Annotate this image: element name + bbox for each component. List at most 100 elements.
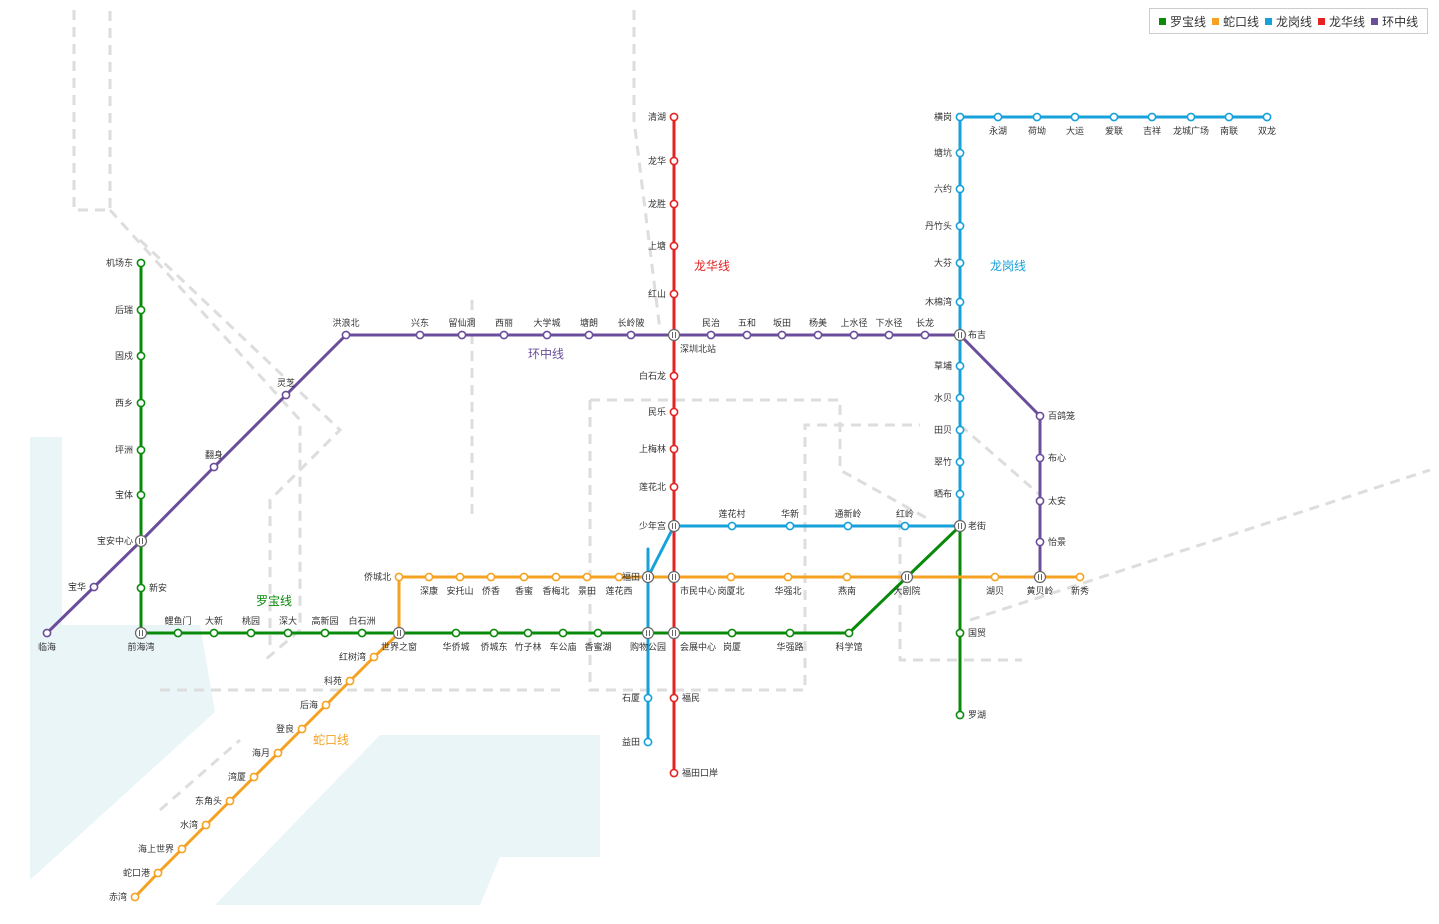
station-永湖[interactable]: 永湖: [989, 112, 1007, 137]
station-侨城北[interactable]: 侨城北: [364, 571, 404, 583]
station-竹子林[interactable]: 竹子林: [514, 628, 542, 653]
station-市民中心[interactable]: 市民中心: [667, 570, 717, 598]
station-侨香[interactable]: 侨香: [482, 572, 500, 597]
station-世界之窗[interactable]: 世界之窗: [381, 626, 417, 654]
station-六约[interactable]: 六约: [934, 183, 965, 195]
station-晒布[interactable]: 晒布: [934, 488, 965, 500]
station-赤湾[interactable]: 赤湾: [109, 891, 140, 903]
station-留仙洞[interactable]: 留仙洞: [448, 317, 476, 340]
station-宝华[interactable]: 宝华: [68, 581, 99, 593]
station-大运[interactable]: 大运: [1066, 112, 1084, 137]
station-宝体[interactable]: 宝体: [115, 489, 146, 501]
station-洪浪北[interactable]: 洪浪北: [332, 317, 360, 340]
station-水湾[interactable]: 水湾: [180, 819, 211, 831]
station-西乡[interactable]: 西乡: [115, 398, 146, 409]
station-丹竹头[interactable]: 丹竹头: [925, 220, 965, 232]
station-深大[interactable]: 深大: [279, 615, 297, 638]
station-大新[interactable]: 大新: [205, 615, 223, 638]
station-红岭[interactable]: 红岭: [896, 508, 914, 531]
station-车公庙[interactable]: 车公庙: [549, 628, 577, 653]
legend-item-longhua[interactable]: 龙华线: [1318, 13, 1365, 30]
station-草埔[interactable]: 草埔: [934, 360, 965, 372]
station-东角头[interactable]: 东角头: [195, 795, 235, 807]
station-西丽[interactable]: 西丽: [495, 318, 513, 340]
station-通新岭[interactable]: 通新岭: [834, 508, 862, 531]
station-红山[interactable]: 红山: [648, 288, 679, 300]
station-华侨城[interactable]: 华侨城: [442, 628, 470, 653]
station-坂田[interactable]: 坂田: [773, 318, 791, 340]
station-太安[interactable]: 太安: [1035, 495, 1066, 507]
station-怡景[interactable]: 怡景: [1035, 536, 1066, 548]
station-前海湾[interactable]: 前海湾: [127, 626, 155, 654]
station-会展中心[interactable]: 会展中心: [667, 626, 717, 654]
station-购物公园[interactable]: 购物公园: [630, 626, 666, 654]
station-景田[interactable]: 景田: [578, 572, 596, 597]
station-安托山[interactable]: 安托山: [446, 572, 474, 597]
station-华强路[interactable]: 华强路: [776, 628, 804, 653]
station-翠竹[interactable]: 翠竹: [934, 456, 965, 468]
station-大剧院[interactable]: 大剧院: [893, 570, 921, 598]
station-翻身[interactable]: 翻身: [205, 449, 223, 472]
station-塘朗[interactable]: 塘朗: [580, 317, 598, 340]
legend-item-shekou[interactable]: 蛇口线: [1212, 13, 1259, 30]
station-塘坑[interactable]: 塘坑: [934, 147, 965, 159]
station-国贸[interactable]: 国贸: [955, 627, 986, 639]
station-大学城[interactable]: 大学城: [533, 317, 561, 340]
station-龙胜[interactable]: 龙胜: [648, 198, 679, 210]
station-机场东[interactable]: 机场东: [106, 257, 146, 269]
station-华强北[interactable]: 华强北: [774, 572, 802, 597]
station-科苑[interactable]: 科苑: [324, 675, 355, 687]
station-华新[interactable]: 华新: [781, 508, 799, 531]
station-后海[interactable]: 后海: [300, 699, 331, 711]
station-横岗[interactable]: 横岗: [934, 111, 965, 123]
station-灵芝[interactable]: 灵芝: [277, 377, 295, 400]
station-罗湖[interactable]: 罗湖: [955, 710, 986, 721]
station-吉祥[interactable]: 吉祥: [1143, 112, 1161, 137]
legend-item-luobao[interactable]: 罗宝线: [1159, 13, 1206, 30]
station-益田[interactable]: 益田: [622, 736, 653, 748]
station-布吉[interactable]: 布吉: [953, 328, 987, 342]
station-福田口岸[interactable]: 福田口岸: [669, 767, 718, 779]
station-老街[interactable]: 老街: [953, 519, 987, 533]
station-双龙[interactable]: 双龙: [1258, 112, 1276, 137]
station-岗厦北[interactable]: 岗厦北: [717, 572, 745, 597]
station-红树湾[interactable]: 红树湾: [339, 651, 379, 663]
station-长龙[interactable]: 长龙: [916, 317, 934, 340]
station-石厦[interactable]: 石厦: [622, 693, 653, 704]
station-新秀[interactable]: 新秀: [1071, 572, 1089, 597]
station-新安[interactable]: 新安: [136, 582, 167, 594]
station-兴东[interactable]: 兴东: [411, 317, 429, 340]
legend-item-longgang[interactable]: 龙岗线: [1265, 13, 1312, 30]
station-上水径[interactable]: 上水径: [840, 317, 868, 340]
station-海上世界[interactable]: 海上世界: [138, 843, 187, 855]
station-桃园[interactable]: 桃园: [242, 615, 260, 638]
station-香梅北[interactable]: 香梅北: [542, 572, 570, 597]
station-后瑞[interactable]: 后瑞: [115, 304, 146, 316]
station-木棉湾[interactable]: 木棉湾: [925, 296, 965, 308]
station-高新园[interactable]: 高新园: [311, 615, 339, 638]
station-登良[interactable]: 登良: [276, 723, 307, 735]
station-民乐[interactable]: 民乐: [648, 406, 679, 418]
station-长岭陂[interactable]: 长岭陂: [617, 317, 645, 340]
station-侨城东[interactable]: 侨城东: [480, 628, 508, 653]
station-水贝[interactable]: 水贝: [934, 392, 965, 404]
station-湖贝[interactable]: 湖贝: [986, 572, 1004, 597]
station-宝安中心[interactable]: 宝安中心: [97, 534, 148, 548]
station-杨美[interactable]: 杨美: [809, 317, 827, 340]
station-香蜜[interactable]: 香蜜: [515, 572, 533, 597]
metro-line-huanzhong[interactable]: [45, 333, 1042, 635]
station-固戍[interactable]: 固戍: [115, 350, 146, 362]
legend-item-huanzhong[interactable]: 环中线: [1371, 13, 1418, 30]
station-海月[interactable]: 海月: [252, 747, 283, 759]
station-香蜜湖[interactable]: 香蜜湖: [584, 628, 612, 653]
station-湾厦[interactable]: 湾厦: [228, 771, 259, 783]
station-少年宫[interactable]: 少年宫: [639, 519, 681, 533]
station-上塘[interactable]: 上塘: [648, 240, 679, 252]
station-民治[interactable]: 民治: [702, 317, 720, 340]
station-深圳北站[interactable]: 深圳北站: [667, 328, 717, 356]
station-临海[interactable]: 临海: [38, 628, 56, 653]
station-莲花北[interactable]: 莲花北: [639, 481, 679, 493]
metro-line-luobao[interactable]: [139, 263, 962, 715]
station-莲花村[interactable]: 莲花村: [718, 508, 746, 531]
